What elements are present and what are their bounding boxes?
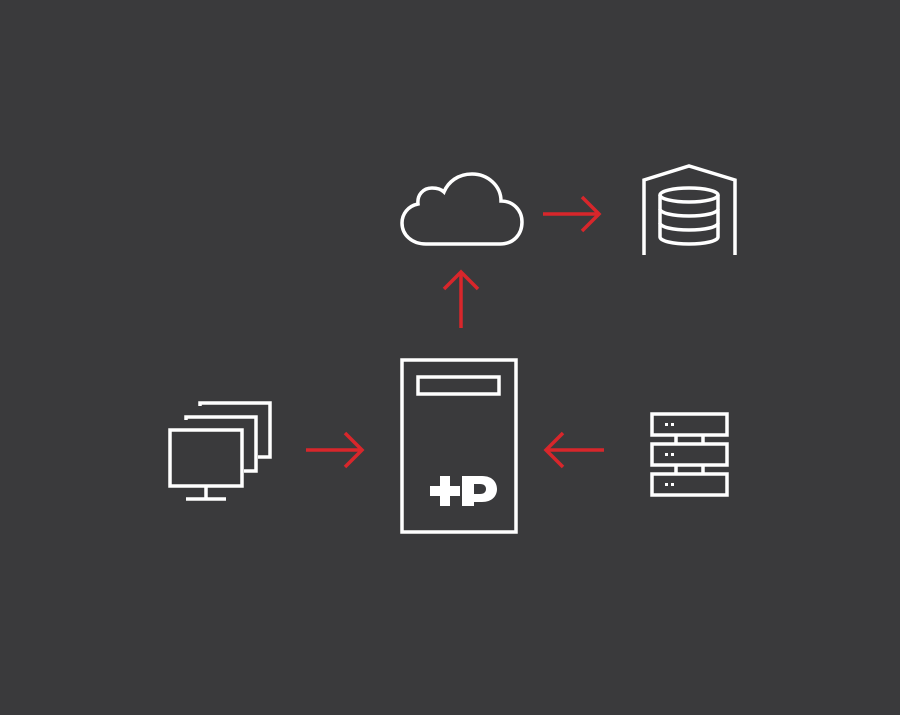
cloud-icon	[400, 172, 524, 246]
stacked-monitors-icon	[168, 401, 272, 501]
arrow-server-to-appliance	[543, 431, 604, 469]
arrow-workstations-to-appliance	[306, 431, 365, 469]
server-leds	[665, 423, 674, 486]
database-warehouse-icon	[642, 164, 737, 255]
server-rack-icon	[650, 412, 729, 497]
brand-logo-icon	[430, 476, 497, 506]
arrow-appliance-to-cloud	[442, 269, 480, 328]
backup-appliance-icon	[400, 358, 518, 534]
arrow-cloud-to-vault	[543, 195, 602, 233]
